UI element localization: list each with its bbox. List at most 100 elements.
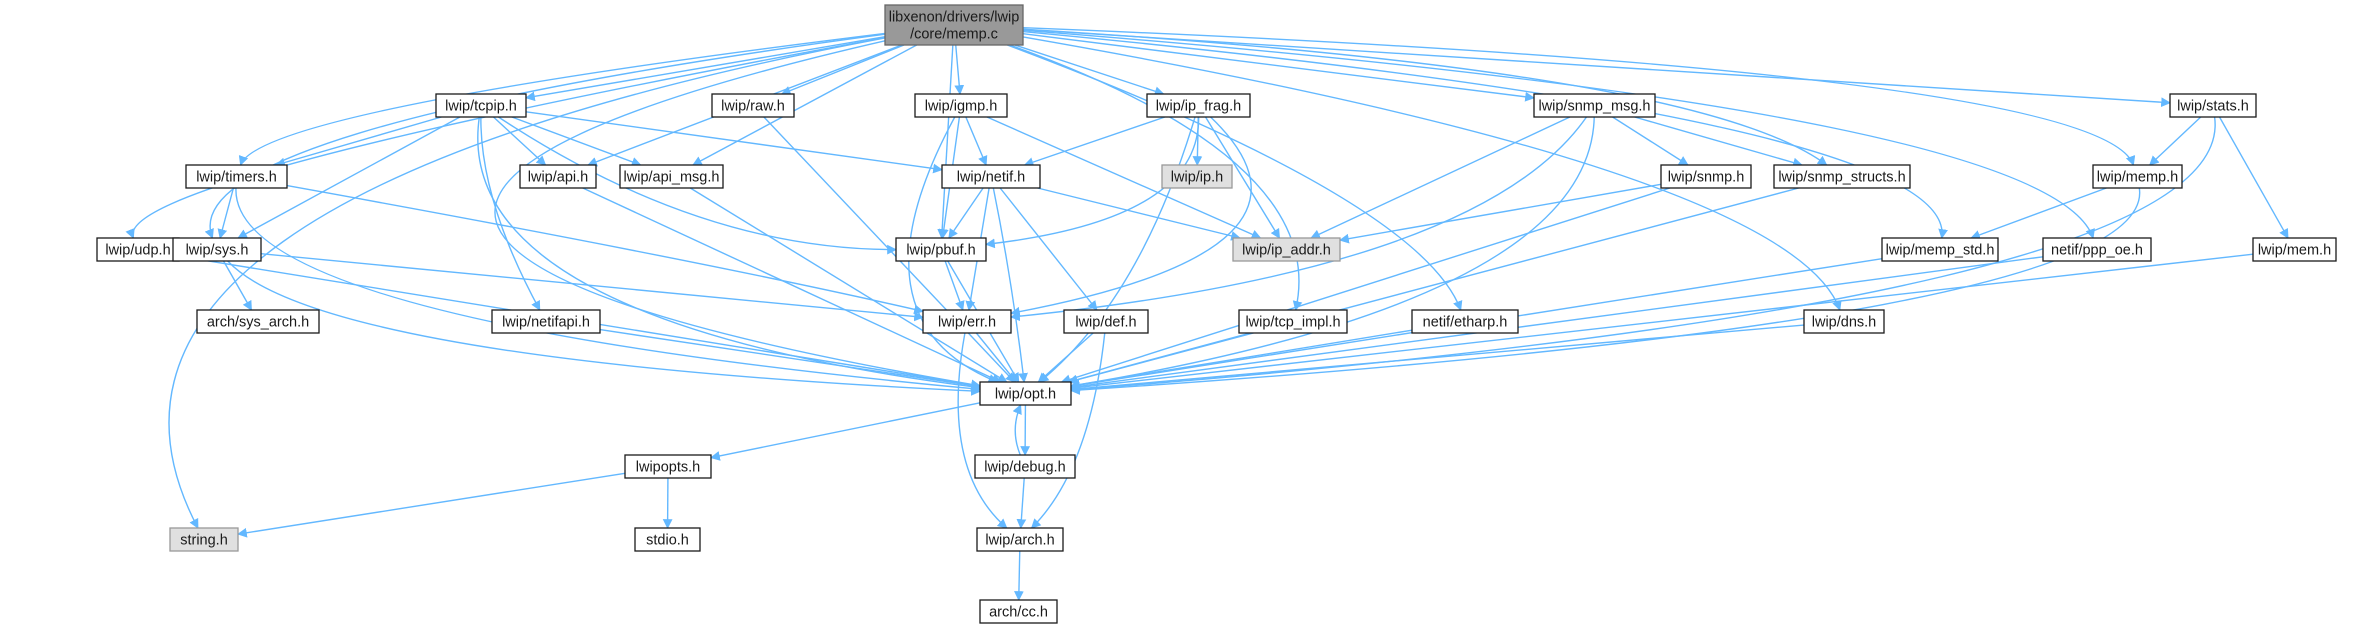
edge-arch-to-archcc — [1014, 550, 1024, 601]
edge-snmpmsg-to-snmpstructs — [1634, 116, 1803, 168]
node-tcpimpl-box — [1238, 309, 1348, 334]
node-lwipopts[interactable]: lwipopts.h — [624, 454, 712, 479]
edge-timers-to-opt — [235, 187, 981, 394]
edge-root-to-sys — [204, 33, 886, 239]
node-archcc[interactable]: arch/cc.h — [979, 599, 1058, 624]
node-debug-box — [974, 454, 1076, 479]
node-ipaddr-box — [1232, 237, 1341, 262]
node-igmp[interactable]: lwip/igmp.h — [914, 93, 1008, 118]
node-mem[interactable]: lwip/mem.h — [2252, 237, 2337, 262]
node-sys-box — [172, 237, 262, 262]
edge-root-to-udp — [125, 36, 886, 239]
node-raw-label: lwip/raw.h — [721, 99, 785, 115]
node-stdio-box — [634, 527, 701, 552]
node-timers-label: lwip/timers.h — [196, 170, 277, 186]
node-debug[interactable]: lwip/debug.h — [974, 454, 1076, 479]
node-ipfrag-label: lwip/ip_frag.h — [1156, 99, 1241, 115]
node-opt[interactable]: lwip/opt.h — [979, 381, 1072, 406]
node-snmpmsg[interactable]: lwip/snmp_msg.h — [1533, 93, 1656, 118]
edge-root-to-snmpmsg — [1022, 32, 1535, 102]
node-tcpimpl[interactable]: lwip/tcp_impl.h — [1238, 309, 1348, 334]
node-pppoe-label: netif/ppp_oe.h — [2051, 243, 2143, 259]
edge-tcpip-to-netif — [525, 111, 943, 174]
node-root: libxenon/drivers/lwip/core/memp.c — [884, 4, 1024, 46]
edge-err-to-opt — [975, 332, 1017, 383]
node-pbuf-box — [895, 237, 987, 262]
node-snmp-box — [1660, 164, 1752, 189]
edge-tcpip-to-sys — [237, 116, 461, 239]
edge-tcpip-to-apimsg — [511, 116, 642, 167]
node-arch-box — [976, 527, 1064, 552]
edge-netif-to-pbuf — [948, 187, 984, 239]
edge-opt-to-lwipopts — [710, 402, 981, 461]
node-tcpimpl-label: lwip/tcp_impl.h — [1245, 315, 1340, 331]
edge-apimsg-to-opt — [689, 187, 1008, 383]
node-raw-box — [711, 93, 795, 118]
node-pbuf[interactable]: lwip/pbuf.h — [895, 237, 987, 262]
edge-root-to-stats — [1022, 28, 2171, 108]
edge-root-to-mempstd — [1022, 30, 1948, 239]
node-memp-label: lwip/memp.h — [2097, 170, 2178, 186]
node-raw[interactable]: lwip/raw.h — [711, 93, 795, 118]
node-memp[interactable]: lwip/memp.h — [2092, 164, 2183, 189]
node-mempstd-box — [1881, 237, 1999, 262]
node-apimsg[interactable]: lwip/api_msg.h — [619, 164, 724, 189]
edge-snmp-to-ipaddr — [1339, 183, 1662, 244]
node-stdio[interactable]: stdio.h — [634, 527, 701, 552]
node-stats[interactable]: lwip/stats.h — [2169, 93, 2257, 118]
node-archcc-label: arch/cc.h — [989, 605, 1048, 621]
edge-root-to-etharp — [1007, 44, 1463, 311]
node-dns-box — [1803, 309, 1885, 334]
node-tcpip[interactable]: lwip/tcpip.h — [435, 93, 527, 118]
edge-ipfrag-to-opt — [1038, 116, 1196, 383]
node-api-box — [519, 164, 597, 189]
node-opt-label: lwip/opt.h — [995, 387, 1056, 403]
node-err-label: lwip/err.h — [938, 315, 996, 331]
node-udp[interactable]: lwip/udp.h — [96, 237, 180, 262]
edge-tcpimpl-to-opt — [1067, 332, 1251, 385]
node-api[interactable]: lwip/api.h — [519, 164, 597, 189]
node-udp-label: lwip/udp.h — [105, 243, 170, 259]
edge-pppoe-to-opt — [1070, 256, 2044, 392]
header-nodes: libxenon/drivers/lwip/core/memp.c lwip/tc… — [96, 4, 2337, 624]
node-timers[interactable]: lwip/timers.h — [185, 164, 288, 189]
edge-etharp-to-opt — [1070, 329, 1413, 390]
node-sysarch[interactable]: arch/sys_arch.h — [196, 309, 320, 334]
node-mempstd[interactable]: lwip/memp_std.h — [1881, 237, 1999, 262]
edge-timers-to-err — [286, 184, 924, 315]
edge-root-to-string — [168, 37, 886, 529]
node-pppoe[interactable]: netif/ppp_oe.h — [2042, 237, 2152, 262]
node-etharp-label: netif/etharp.h — [1423, 315, 1508, 331]
node-snmp[interactable]: lwip/snmp.h — [1660, 164, 1752, 189]
edge-stats-to-memp — [2149, 116, 2202, 166]
node-err[interactable]: lwip/err.h — [922, 309, 1012, 334]
node-ipaddr: lwip/ip_addr.h — [1232, 237, 1341, 262]
node-stats-box — [2169, 93, 2257, 118]
node-def-box — [1063, 309, 1149, 334]
node-lwipopts-box — [624, 454, 712, 479]
node-api-label: lwip/api.h — [528, 170, 588, 186]
node-etharp[interactable]: netif/etharp.h — [1411, 309, 1519, 334]
edge-root-to-pbuf — [937, 44, 954, 239]
node-snmpstructs[interactable]: lwip/snmp_structs.h — [1773, 164, 1911, 189]
node-sys[interactable]: lwip/sys.h — [172, 237, 262, 262]
node-ipfrag[interactable]: lwip/ip_frag.h — [1146, 93, 1251, 118]
edge-netif-to-ipaddr — [1037, 187, 1241, 241]
node-netifapi[interactable]: lwip/netifapi.h — [491, 309, 601, 334]
node-arch[interactable]: lwip/arch.h — [976, 527, 1064, 552]
node-snmp-label: lwip/snmp.h — [1668, 170, 1745, 186]
node-def[interactable]: lwip/def.h — [1063, 309, 1149, 334]
edge-igmp-to-opt — [908, 116, 999, 384]
edge-lwipopts-to-string — [237, 472, 626, 538]
node-archcc-box — [979, 599, 1058, 624]
edge-tcpip-to-netifapi — [480, 116, 541, 311]
node-mempstd-label: lwip/memp_std.h — [1886, 243, 1995, 259]
node-netif[interactable]: lwip/netif.h — [941, 164, 1041, 189]
edge-root-to-tcpimpl — [1009, 44, 1303, 311]
node-mem-box — [2252, 237, 2337, 262]
node-snmpmsg-label: lwip/snmp_msg.h — [1538, 99, 1650, 115]
edge-igmp-to-netif — [965, 116, 988, 166]
edge-root-to-timers — [238, 32, 886, 166]
node-dns[interactable]: lwip/dns.h — [1803, 309, 1885, 334]
node-pbuf-label: lwip/pbuf.h — [906, 243, 975, 259]
